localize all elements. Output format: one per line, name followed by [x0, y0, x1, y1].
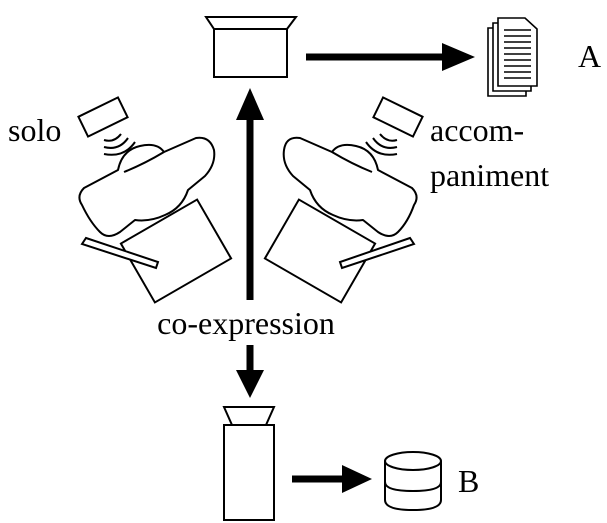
label-accompaniment-2: paniment [430, 157, 549, 193]
label-a: A [578, 38, 601, 74]
camera-icon [222, 406, 276, 521]
documents-icon [487, 17, 538, 97]
label-solo: solo [8, 112, 61, 148]
stylus-icon [80, 236, 160, 270]
database-icon [384, 451, 442, 512]
arrow-up-to-laptop [236, 88, 264, 300]
speaker-icon [365, 96, 424, 156]
label-accompaniment-1: accom- [430, 112, 524, 148]
label-coexpression: co-expression [157, 305, 335, 341]
tablet-icon [263, 198, 377, 304]
laptop-icon [204, 16, 298, 78]
performer-icon [78, 136, 216, 237]
performer-icon [282, 136, 418, 237]
label-b: B [458, 463, 479, 499]
arrow-down-to-camera [236, 345, 264, 398]
arrow-to-b [292, 465, 372, 493]
speaker-icon [77, 96, 136, 156]
arrow-to-a [306, 43, 475, 71]
tablet-icon [119, 198, 233, 304]
stylus-icon [338, 236, 416, 270]
